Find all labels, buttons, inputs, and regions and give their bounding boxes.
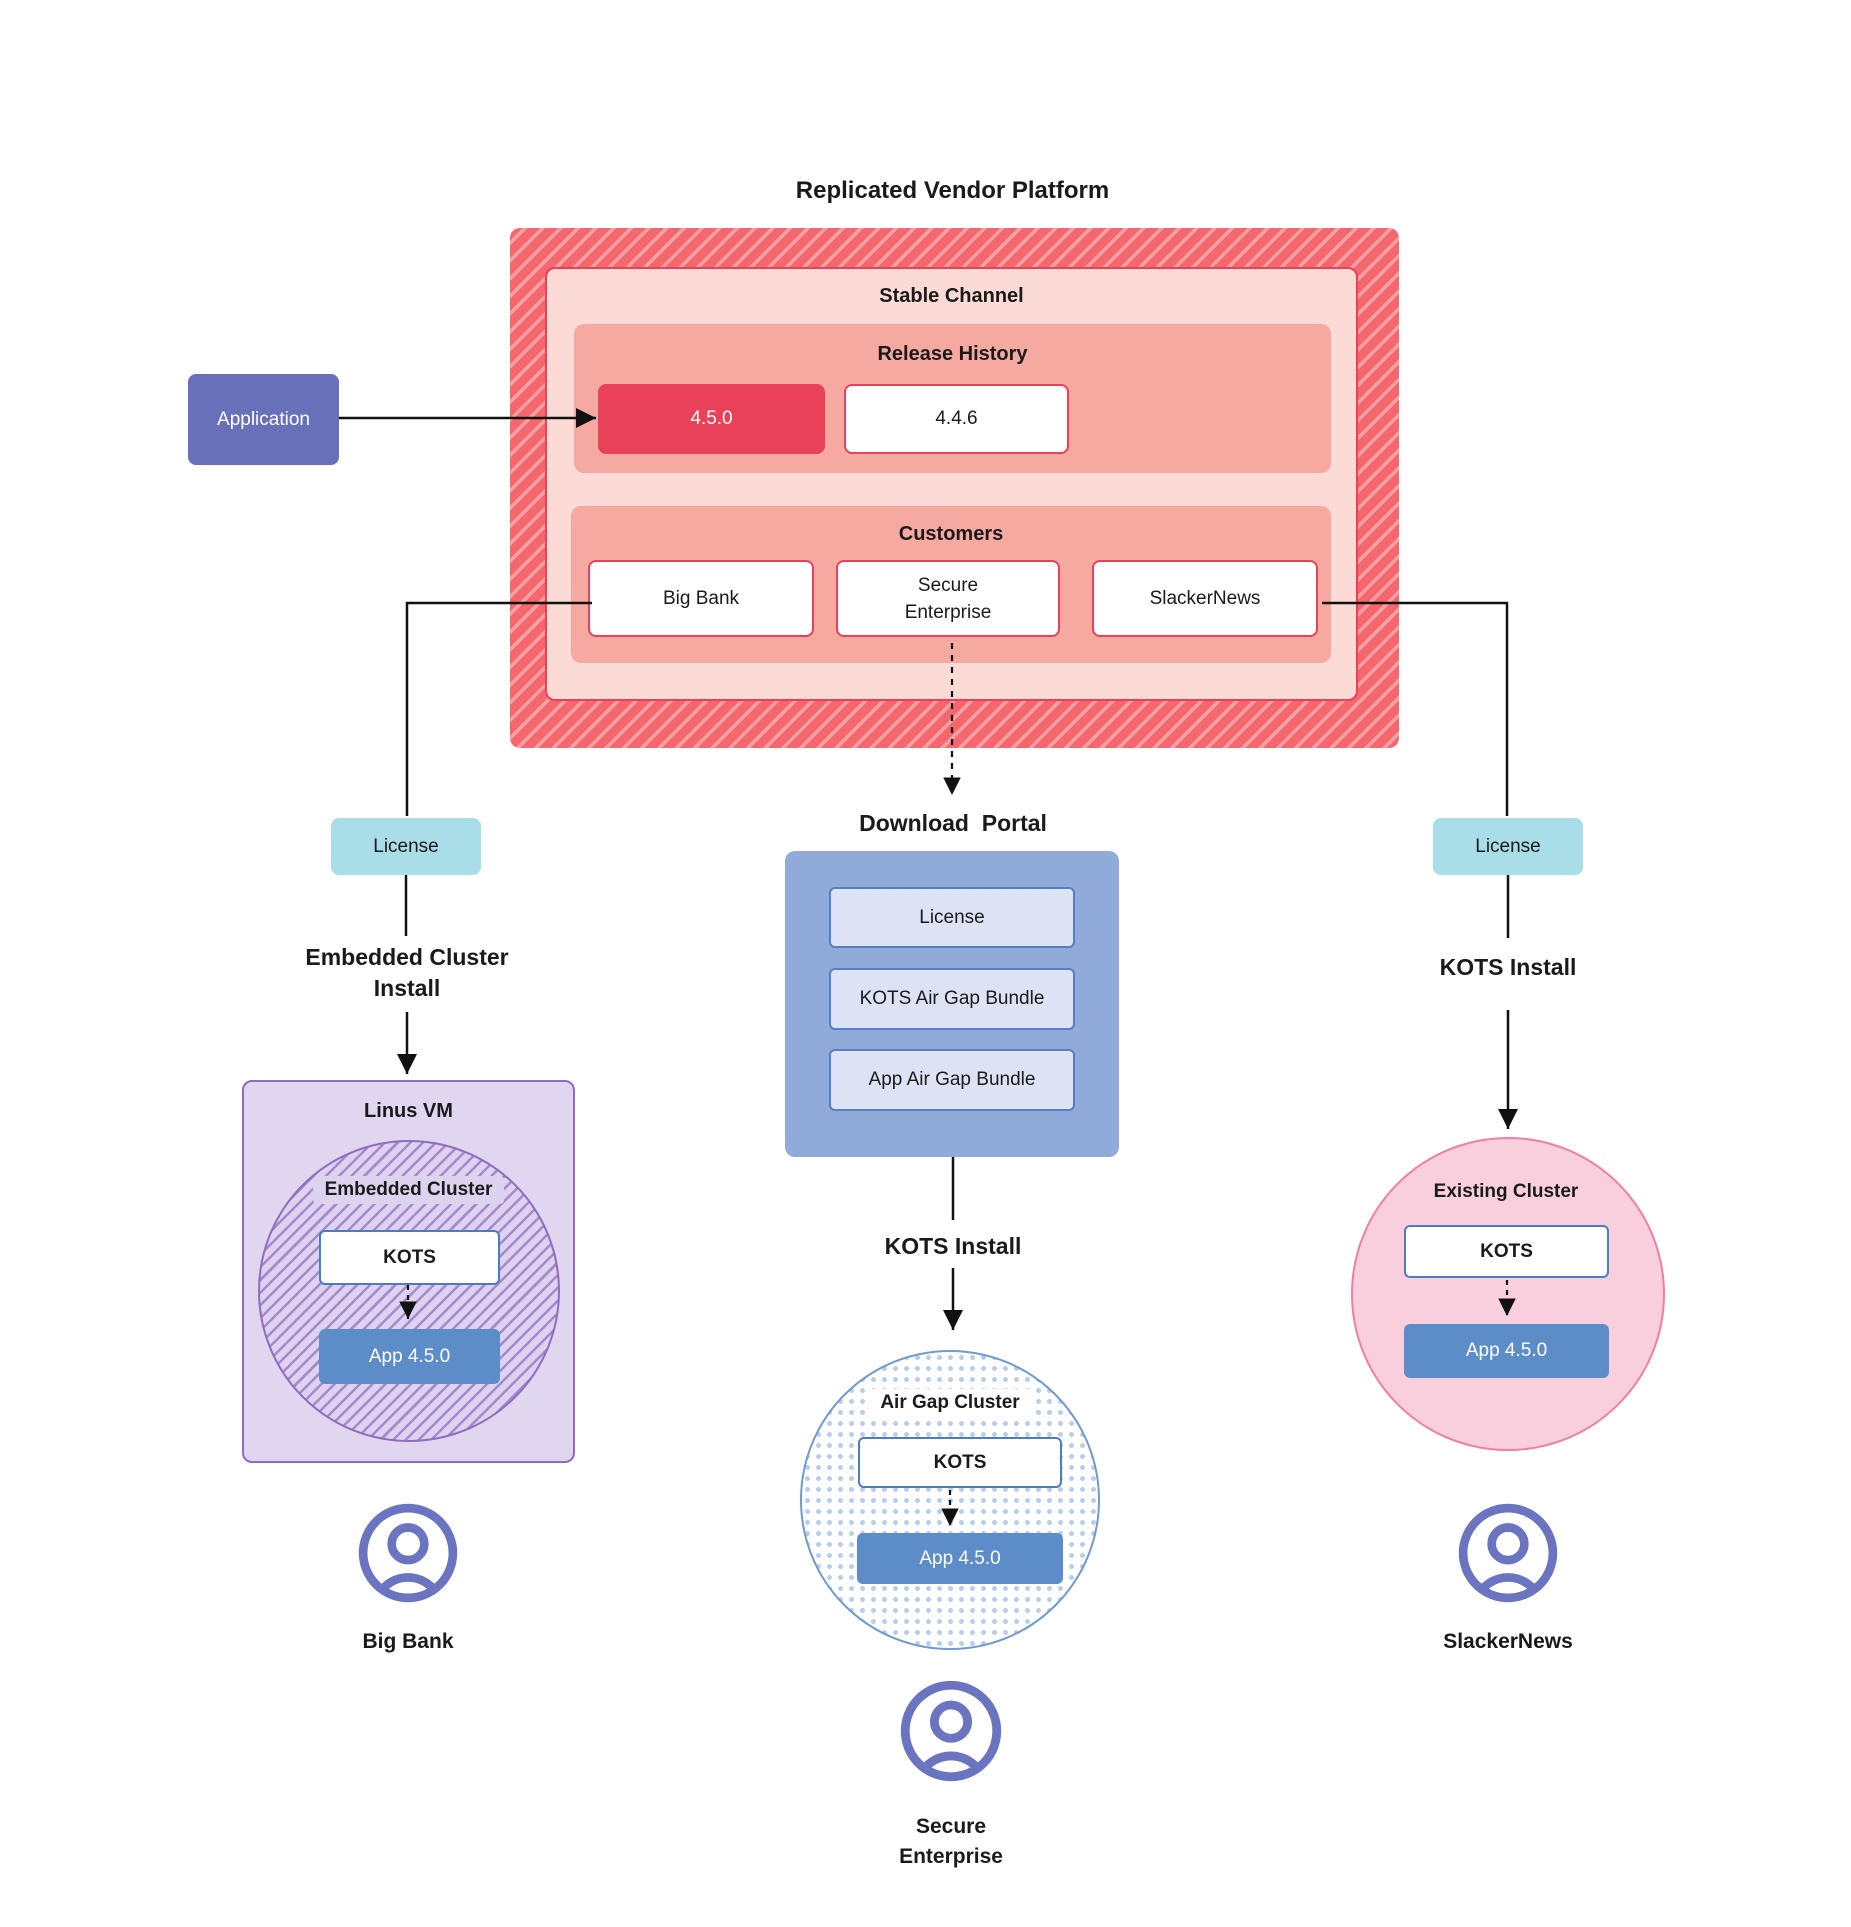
right-kots-install-label: KOTS Install xyxy=(1439,954,1577,980)
existing-cluster-label-wrap: Existing Cluster xyxy=(1356,1178,1656,1206)
left-app-box: App 4.5.0 xyxy=(319,1329,500,1384)
page-title: Replicated Vendor Platform xyxy=(795,177,1110,204)
portal-kots-bundle-item: KOTS Air Gap Bundle xyxy=(829,968,1075,1030)
application-box: Application xyxy=(188,374,339,465)
linus-vm-box: Linus VM Embedded Cluster KOTS App 4.5.0 xyxy=(242,1080,575,1463)
secure-enterprise-user-icon xyxy=(900,1680,1002,1782)
linus-vm-label: Linus VM xyxy=(364,1100,453,1122)
release-history-label: Release History xyxy=(877,343,1028,365)
release-4-5-0: 4.5.0 xyxy=(598,384,825,454)
customer-slackernews: SlackerNews xyxy=(1092,560,1318,637)
left-license-box: License xyxy=(331,818,481,875)
big-bank-user-icon xyxy=(358,1503,458,1603)
middle-kots-install-label: KOTS Install xyxy=(884,1233,1022,1259)
air-gap-cluster-label-wrap: Air Gap Cluster xyxy=(800,1389,1100,1417)
slackernews-user-icon xyxy=(1458,1503,1558,1603)
stable-channel-label: Stable Channel xyxy=(879,285,1024,307)
right-app-box: App 4.5.0 xyxy=(1404,1324,1609,1378)
embedded-cluster-install-label: Embedded Cluster Install xyxy=(305,944,509,1001)
right-license-box: License xyxy=(1433,818,1583,875)
right-kots-box: KOTS xyxy=(1404,1225,1609,1278)
existing-cluster-label: Existing Cluster xyxy=(1421,1178,1591,1206)
left-kots-box: KOTS xyxy=(319,1230,500,1285)
slackernews-user-label: SlackerNews xyxy=(1443,1630,1573,1653)
download-portal-box: License KOTS Air Gap Bundle App Air Gap … xyxy=(785,851,1119,1157)
download-portal-label: Download Portal xyxy=(859,810,1047,836)
middle-kots-box: KOTS xyxy=(858,1437,1062,1488)
stable-channel-box: Stable Channel Release History 4.5.0 4.4… xyxy=(545,267,1358,701)
portal-app-bundle-item: App Air Gap Bundle xyxy=(829,1049,1075,1111)
embedded-cluster-label-wrap: Embedded Cluster xyxy=(244,1176,573,1204)
embedded-cluster-label: Embedded Cluster xyxy=(312,1176,505,1204)
big-bank-user-label: Big Bank xyxy=(362,1630,454,1653)
customers-box: Customers Big Bank Secure Enterprise Sla… xyxy=(571,506,1331,663)
air-gap-cluster-label: Air Gap Cluster xyxy=(868,1389,1032,1417)
release-4-4-6: 4.4.6 xyxy=(844,384,1069,454)
secure-enterprise-user-label: Secure Enterprise xyxy=(899,1815,1003,1868)
portal-license-item: License xyxy=(829,887,1075,948)
customer-big-bank: Big Bank xyxy=(588,560,814,637)
customers-label: Customers xyxy=(898,523,1004,545)
customer-secure-enterprise-text: Secure Enterprise xyxy=(904,574,992,623)
customer-secure-enterprise: Secure Enterprise xyxy=(836,560,1060,637)
vendor-platform-container: Stable Channel Release History 4.5.0 4.4… xyxy=(510,228,1399,748)
middle-app-box: App 4.5.0 xyxy=(857,1533,1063,1584)
release-history-box: Release History 4.5.0 4.4.6 xyxy=(574,324,1331,473)
